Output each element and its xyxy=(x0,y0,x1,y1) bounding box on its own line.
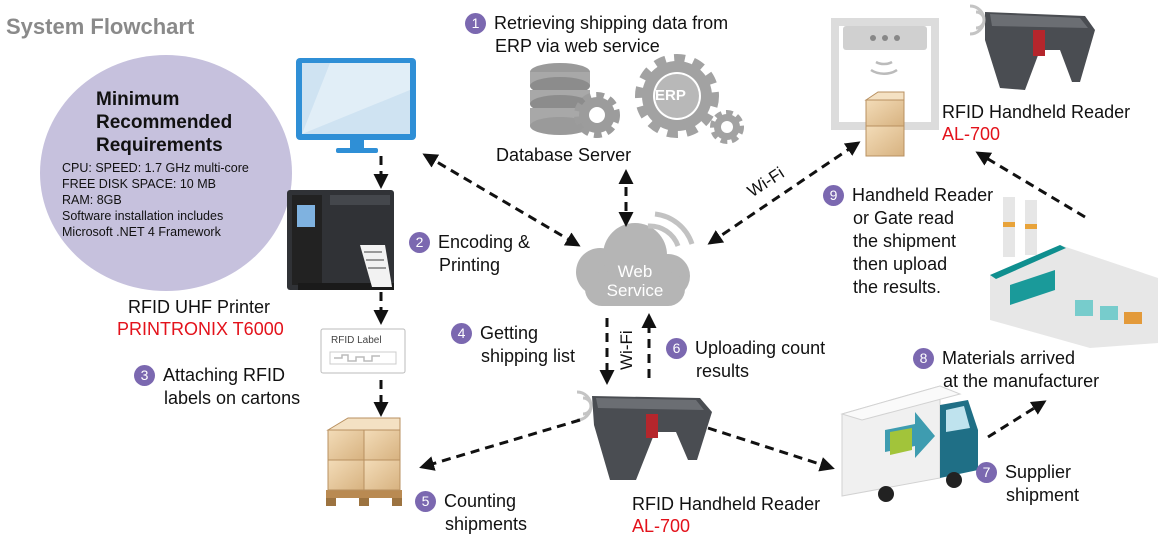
requirements-heading-line: Minimum xyxy=(96,89,180,110)
printer-model: PRINTRONIX T6000 xyxy=(117,319,284,339)
step-7-line1: Supplier xyxy=(1005,462,1072,482)
step-3-badge: 3 xyxy=(134,365,155,386)
printer-name: RFID UHF Printer xyxy=(128,297,271,317)
arrow-factory-to-gate xyxy=(975,151,1086,219)
database-server-label: Database Server xyxy=(496,145,632,165)
requirements-list: CPU: SPEED: 1.7 GHz multi-core FREE DISK… xyxy=(62,160,249,240)
gate-carton-icon xyxy=(864,91,905,157)
page-title: System Flowchart xyxy=(6,14,195,39)
step-5-line1: Counting xyxy=(444,491,517,511)
requirements-heading-line: Recommended xyxy=(96,112,233,133)
step-2-badge: 2 xyxy=(409,232,430,253)
erp-gear-icon xyxy=(635,54,719,138)
requirements-bubble xyxy=(40,55,292,291)
requirement-ram: RAM: 8GB xyxy=(62,193,122,207)
factory-icon xyxy=(990,197,1158,348)
requirement-cpu: CPU: SPEED: 1.7 GHz multi-core xyxy=(62,161,249,175)
step-4: 4 Getting shipping list xyxy=(451,322,575,368)
step-3: 3 Attaching RFID labels on cartons xyxy=(134,364,300,410)
step-7: 7 Supplier shipment xyxy=(976,461,1079,507)
gear-icon xyxy=(574,92,620,138)
step-2: 2 Encoding & Printing xyxy=(409,231,530,277)
arrow-truck-to-factory xyxy=(987,400,1047,439)
step-1-line1: Retrieving shipping data from xyxy=(494,13,729,33)
step-8-line1: Materials arrived xyxy=(942,348,1076,368)
cloud-label: Web Service xyxy=(600,262,670,300)
erp-text: ERP xyxy=(655,87,686,104)
step-5-badge: 5 xyxy=(415,491,436,512)
reader-model-top: AL-700 xyxy=(942,124,1001,144)
requirements-heading-line: Requirements xyxy=(96,135,223,156)
reader-name-bottom: RFID Handheld Reader xyxy=(632,494,821,514)
step-9-line2: or Gate read xyxy=(853,208,955,228)
step-6-badge: 6 xyxy=(666,338,687,359)
handheld-reader-icon-top xyxy=(969,4,1095,90)
step-3-line1: Attaching RFID xyxy=(163,365,286,385)
step-9-line3: the shipment xyxy=(853,231,957,251)
reader-name-top: RFID Handheld Reader xyxy=(942,102,1131,122)
rfid-label-text: RFID Label xyxy=(331,335,382,346)
rfid-label-card xyxy=(320,328,406,374)
step-8-badge: 8 xyxy=(913,348,934,369)
step-8-line2: at the manufacturer xyxy=(943,371,1100,391)
step-6-line2: results xyxy=(696,361,750,381)
requirement-software: Software installation includes xyxy=(62,209,224,223)
requirement-framework: Microsoft .NET 4 Framework xyxy=(62,225,221,239)
step-6: 6 Uploading count results xyxy=(666,337,825,383)
step-1: 1 Retrieving shipping data from ERP via w… xyxy=(465,12,728,58)
flow-arrows xyxy=(373,141,1086,472)
step-5: 5 Counting shipments xyxy=(415,490,527,536)
database-icon xyxy=(530,63,590,135)
step-2-line2: Printing xyxy=(439,255,501,275)
arrow-reader-to-cartons xyxy=(419,418,581,471)
step-9-line1: Handheld Reader xyxy=(852,185,994,205)
step-9-badge: 9 xyxy=(823,185,844,206)
cloud-label-line2: Service xyxy=(606,281,664,300)
step-9-line5: the results. xyxy=(853,277,942,297)
small-gear-icon xyxy=(710,110,744,144)
requirement-disk: FREE DISK SPACE: 10 MB xyxy=(62,177,216,191)
step-1-line2: ERP via web service xyxy=(495,36,660,56)
arrow-reader-to-truck xyxy=(707,426,835,472)
step-7-badge: 7 xyxy=(976,462,997,483)
step-6-line1: Uploading count xyxy=(695,338,826,358)
step-5-line2: shipments xyxy=(445,514,528,534)
cloud-icon xyxy=(576,211,695,306)
cloud-label-line1: Web xyxy=(617,262,653,281)
step-1-badge: 1 xyxy=(465,13,486,34)
printer-icon xyxy=(287,190,394,290)
truck-icon xyxy=(840,385,978,502)
carton-pallet-icon xyxy=(326,417,402,506)
step-4-line1: Getting xyxy=(480,323,539,343)
step-2-line1: Encoding & xyxy=(438,232,531,252)
step-9: 9 Handheld Reader or Gate read the shipme… xyxy=(823,184,993,299)
step-7-line2: shipment xyxy=(1006,485,1080,505)
step-8: 8 Materials arrived at the manufacturer xyxy=(913,347,1099,393)
handheld-reader-icon-bottom xyxy=(576,390,712,480)
step-3-line2: labels on cartons xyxy=(164,388,301,408)
step-4-line2: shipping list xyxy=(481,346,576,366)
reader-model-bottom: AL-700 xyxy=(632,516,691,536)
monitor-icon xyxy=(296,58,416,153)
step-4-badge: 4 xyxy=(451,323,472,344)
step-9-line4: then upload xyxy=(853,254,948,274)
requirements-heading: Minimum Recommended Requirements xyxy=(96,88,232,157)
wifi-label-lower: Wi-Fi xyxy=(617,330,636,370)
